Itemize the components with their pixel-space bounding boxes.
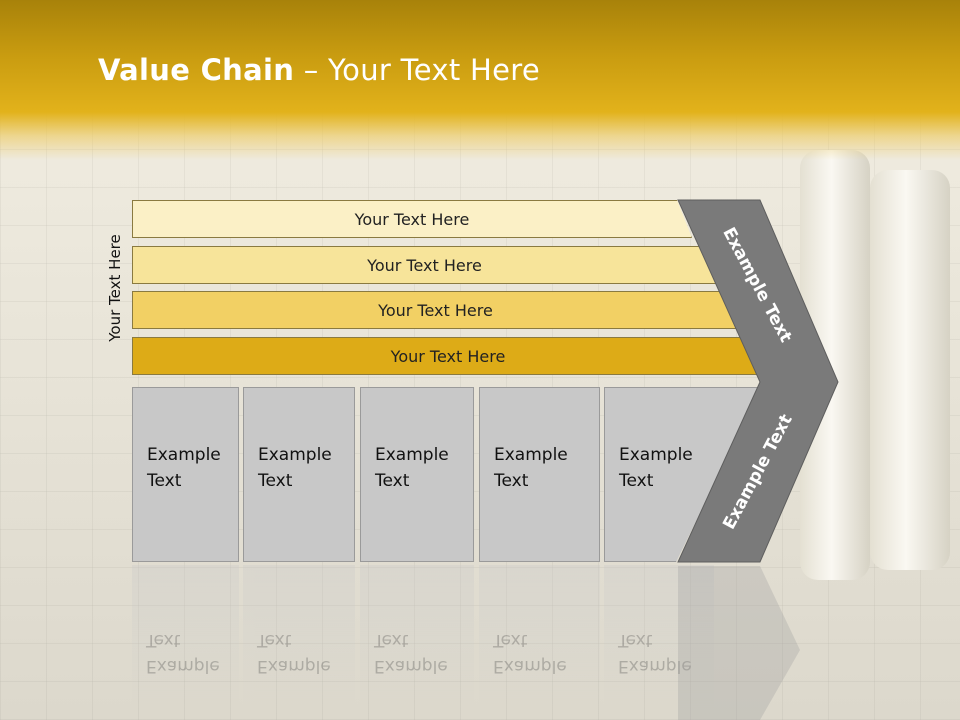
box-line1: Example (258, 445, 332, 465)
chain-bar-label: Your Text Here (378, 300, 493, 320)
box-line1: Example (375, 445, 449, 465)
box-line2: Text (494, 471, 529, 491)
chain-bar-label: Your Text Here (367, 255, 482, 275)
arrow-chevron (677, 199, 839, 563)
box-line1: Example (619, 445, 693, 465)
chain-bar-label: Your Text Here (390, 346, 506, 366)
box-line2: Text (375, 471, 410, 491)
chain-bar-1: Your Text Here (132, 200, 692, 238)
chain-bar-label: Your Text Here (354, 209, 470, 229)
title-bold: Value Chain (98, 53, 295, 87)
chain-bar-2: Your Text Here (132, 246, 717, 284)
arrow-reflection (678, 566, 800, 720)
box-line2: Text (619, 471, 654, 491)
box-line1: Example (494, 445, 568, 465)
box-line2: Text (258, 471, 293, 491)
title-rest: – Your Text Here (294, 53, 540, 87)
slide-title: Value Chain – Your Text Here (98, 53, 540, 87)
box-line1: Example (147, 445, 221, 465)
blueprint-roll (870, 170, 950, 570)
chain-bar-4: Your Text Here (132, 337, 764, 375)
header-band (0, 0, 960, 160)
chain-bar-3: Your Text Here (132, 291, 739, 329)
box-line2: Text (147, 471, 182, 491)
